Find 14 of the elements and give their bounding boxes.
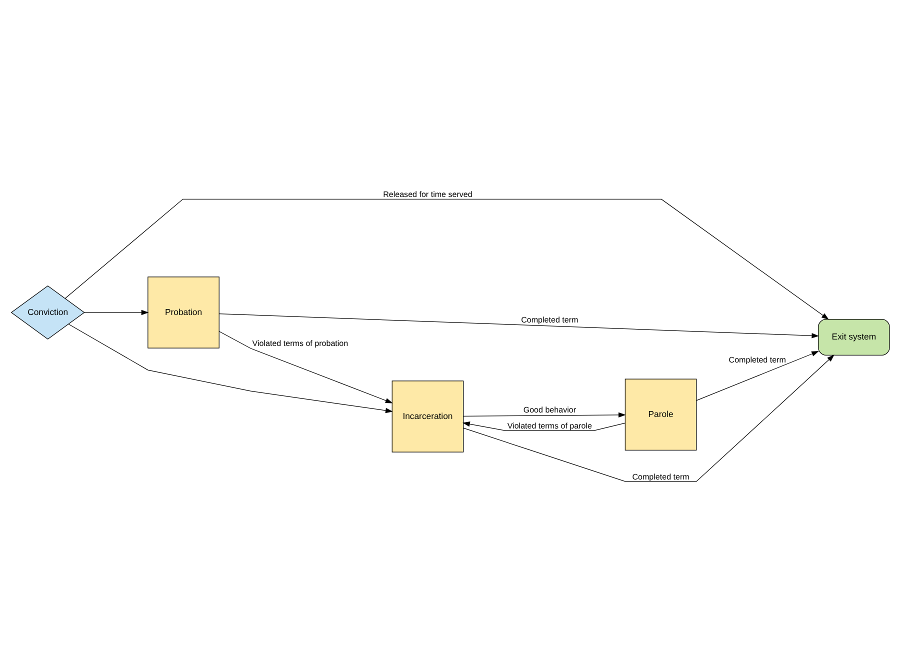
node-box: Incarceration (391, 380, 464, 452)
arrow (462, 354, 834, 482)
arrow (218, 331, 392, 404)
arrow (462, 412, 626, 418)
node-box: Exit system (818, 318, 890, 356)
arrow (83, 310, 148, 316)
node-box: Parole (624, 378, 696, 451)
arrow (218, 313, 819, 338)
arrow (462, 422, 625, 432)
node-box: Probation (147, 276, 219, 348)
node-diamond: Conviction (10, 285, 84, 340)
arrow (696, 351, 819, 401)
arrow (64, 198, 828, 320)
arrow (68, 324, 392, 414)
